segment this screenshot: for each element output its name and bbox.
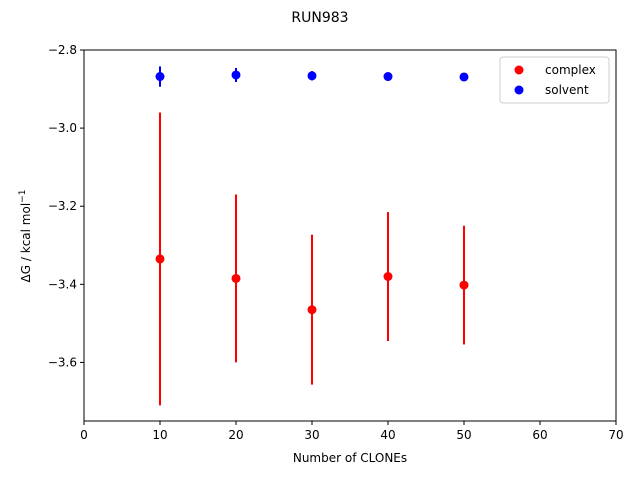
x-tick-label: 20 bbox=[228, 428, 243, 442]
data-point bbox=[307, 71, 317, 81]
x-tick-label: 40 bbox=[380, 428, 395, 442]
y-axis: −2.8 −3.0 −3.2 −3.4 −3.6 bbox=[48, 43, 84, 369]
x-axis-title: Number of CLONEs bbox=[293, 451, 407, 465]
y-tick-label: −3.0 bbox=[48, 121, 77, 135]
x-tick-label: 50 bbox=[456, 428, 471, 442]
x-tick-label: 0 bbox=[80, 428, 88, 442]
y-tick-label: −3.6 bbox=[48, 355, 77, 369]
data-point bbox=[459, 280, 469, 290]
x-tick-label: 60 bbox=[532, 428, 547, 442]
legend-box bbox=[499, 56, 610, 104]
data-point bbox=[383, 72, 393, 82]
x-tick-label: 30 bbox=[304, 428, 319, 442]
data-point bbox=[231, 70, 241, 80]
data-point bbox=[155, 72, 165, 82]
y-axis-title: ΔG / kcal mol−1 bbox=[18, 190, 33, 283]
series-complex bbox=[155, 112, 469, 406]
data-point bbox=[383, 272, 393, 282]
chart-title: RUN983 bbox=[291, 10, 348, 26]
y-axis-title-main: ΔG / kcal mol bbox=[19, 203, 33, 283]
y-tick-label: −2.8 bbox=[48, 43, 77, 57]
axes-frame bbox=[83, 49, 617, 422]
y-tick-label: −3.4 bbox=[48, 277, 77, 291]
plot-area bbox=[155, 66, 469, 406]
x-tick-label: 70 bbox=[608, 428, 623, 442]
series-solvent bbox=[155, 66, 469, 87]
legend-label: solvent bbox=[545, 83, 589, 97]
legend-marker bbox=[514, 65, 524, 75]
x-axis: 0 10 20 30 40 50 60 70 bbox=[80, 421, 624, 442]
x-tick-label: 10 bbox=[152, 428, 167, 442]
y-axis-title-superscript: −1 bbox=[18, 190, 28, 203]
y-tick-label: −3.2 bbox=[48, 199, 77, 213]
data-point bbox=[231, 273, 241, 283]
legend: complex solvent bbox=[499, 56, 610, 104]
data-point bbox=[155, 254, 165, 264]
data-point bbox=[459, 72, 469, 82]
legend-label: complex bbox=[545, 63, 596, 77]
data-point bbox=[307, 305, 317, 315]
legend-marker bbox=[514, 85, 524, 95]
